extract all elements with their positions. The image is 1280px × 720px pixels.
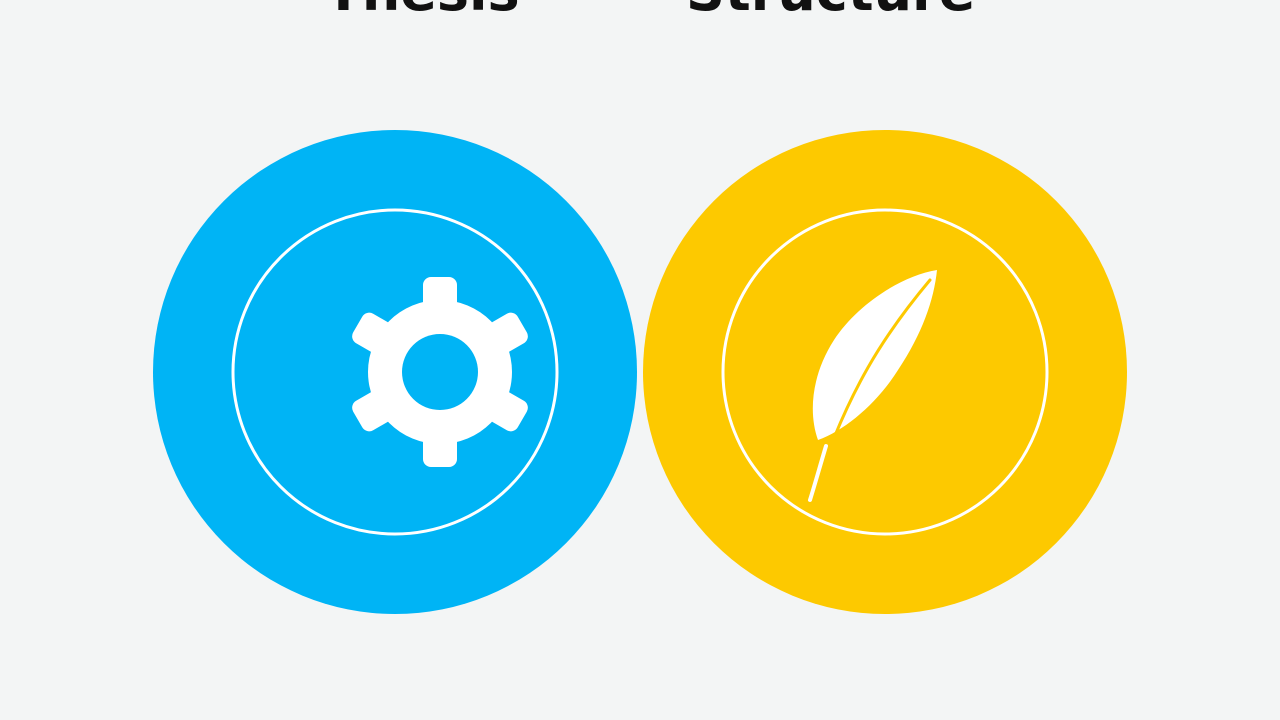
structure-inner-ring [721,208,1049,536]
thesis-label: Thesis [325,0,520,24]
feather-icon [808,270,937,502]
structure-label: Structure [686,0,975,24]
thesis-inner-ring [231,208,559,536]
gear-icon [352,277,528,467]
